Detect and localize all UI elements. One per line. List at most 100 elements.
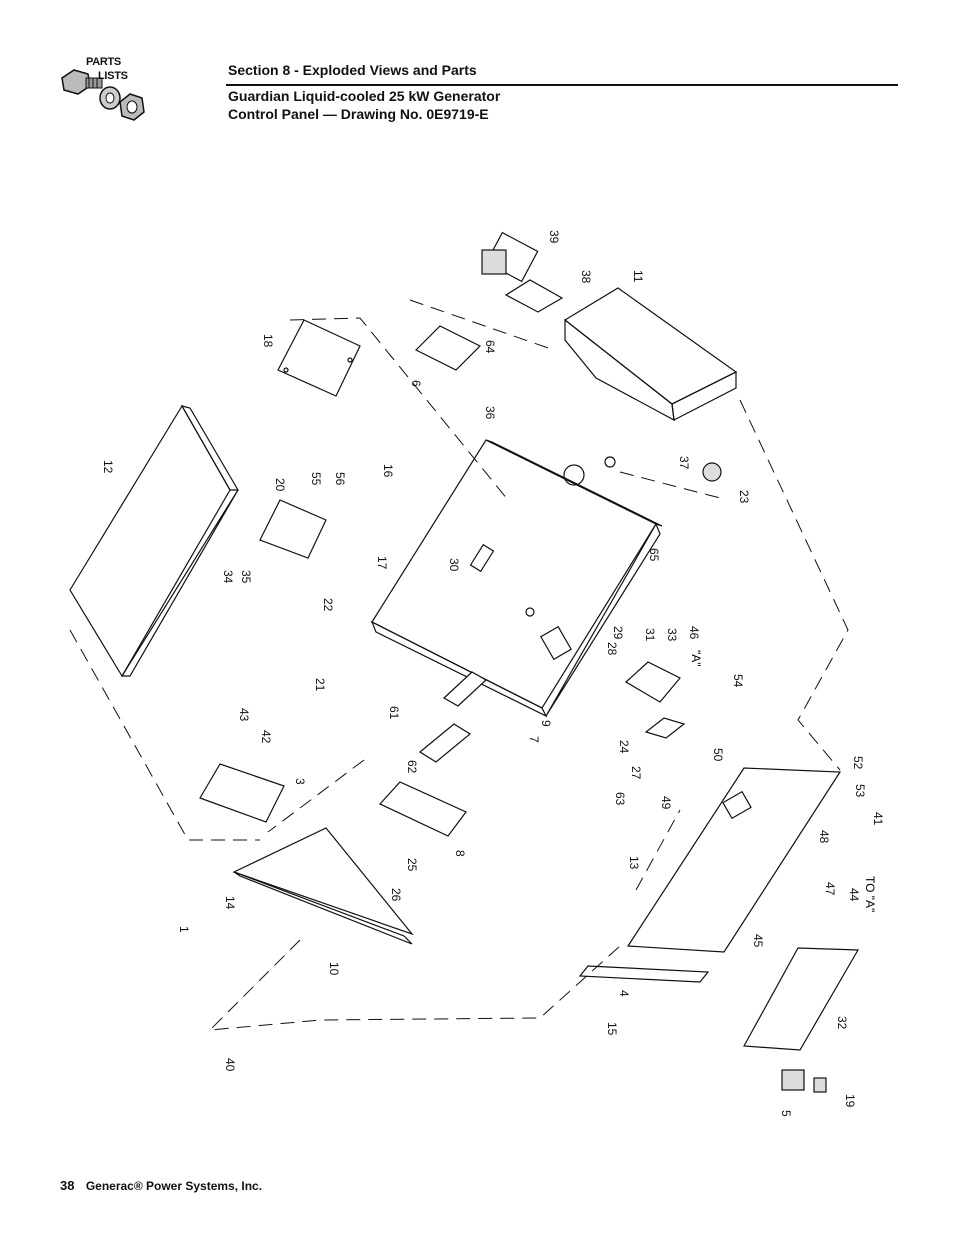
module-18: [277, 319, 361, 397]
switch-5: [781, 1069, 805, 1091]
terminal-strip-61: [442, 671, 488, 707]
page-header: PARTS LISTS Section 8 - Exploded Views a…: [0, 0, 954, 150]
callout-19: 19: [843, 1094, 857, 1108]
drawing-title-line2: Control Panel — Drawing No. 0E9719-E: [228, 106, 489, 122]
callout-15: 15: [605, 1022, 619, 1036]
bracket-38: [504, 279, 564, 313]
callout-53: 53: [853, 784, 867, 798]
callout-47: 47: [823, 882, 837, 896]
logo-lists-label: LISTS: [98, 70, 128, 82]
drawing-title: Guardian Liquid-cooled 25 kW Generator C…: [228, 87, 500, 123]
callout-40: 40: [223, 1058, 237, 1072]
dashed-leader: [267, 759, 365, 833]
strip-4: [578, 965, 710, 983]
callout-17: 17: [375, 556, 389, 570]
callout-65: 65: [647, 548, 661, 562]
callout-27: 27: [629, 766, 643, 780]
nut-bolt-icon: [61, 69, 145, 121]
callout-13: 13: [627, 856, 641, 870]
knob-23: [702, 462, 722, 482]
transformer-20: [259, 499, 327, 559]
callout-50: 50: [711, 748, 725, 762]
callout-4: 4: [617, 990, 631, 997]
dashed-leader: [69, 629, 260, 841]
callout-55: 55: [309, 472, 323, 486]
callout-1: 1: [177, 926, 191, 933]
callout-20: 20: [273, 478, 287, 492]
page-number: 38: [60, 1178, 75, 1193]
relay-39: [481, 231, 539, 283]
callout-64: 64: [483, 340, 497, 354]
callout-52: 52: [851, 756, 865, 770]
callout-38: 38: [579, 270, 593, 284]
callout-9: 9: [539, 720, 553, 727]
callout-16: 16: [381, 464, 395, 478]
callout-48: 48: [817, 830, 831, 844]
dashed-leader: [208, 939, 621, 1031]
callout-11: 11: [631, 270, 645, 283]
callout-25: 25: [405, 858, 419, 872]
callout-63: 63: [613, 792, 627, 806]
header-rule: [226, 84, 898, 86]
callout-3: 3: [293, 778, 307, 785]
callout-35: 35: [239, 570, 253, 584]
a-marker-label: "A": [689, 650, 703, 667]
callout-18: 18: [261, 334, 275, 348]
callout-41: 41: [871, 812, 885, 826]
callout-7: 7: [527, 736, 541, 743]
callout-21: 21: [313, 678, 327, 692]
side-panel-12: [69, 404, 240, 678]
bracket-24: [644, 717, 686, 739]
drawing-title-line1: Guardian Liquid-cooled 25 kW Generator: [228, 88, 501, 104]
callout-54: 54: [731, 674, 745, 688]
exploded-view-drawing: 1345678910111213141516171819202122232425…: [69, 230, 885, 1117]
page-footer: 38 Generac® Power Systems, Inc.: [60, 1178, 262, 1193]
callout-8: 8: [453, 850, 467, 857]
panel-10: [233, 871, 413, 945]
company-name: Generac® Power Systems, Inc.: [85, 1179, 263, 1193]
callout-14: 14: [223, 896, 237, 910]
logo-parts-label: PARTS: [86, 56, 121, 68]
callout-26: 26: [389, 888, 403, 902]
part-callouts: 1345678910111213141516171819202122232425…: [101, 230, 885, 1117]
callout-42: 42: [259, 730, 273, 744]
callout-31: 31: [643, 628, 657, 642]
dashed-leader: [289, 317, 509, 501]
callout-46: 46: [687, 626, 701, 640]
callout-61: 61: [387, 706, 401, 720]
callout-28: 28: [605, 642, 619, 656]
dashed-leader: [739, 399, 849, 771]
callout-45: 45: [751, 934, 765, 948]
callout-29: 29: [611, 626, 625, 640]
dashed-leader: [635, 809, 681, 891]
callout-44: 44: [847, 888, 861, 902]
rear-panel-11: [563, 287, 738, 422]
callout-6: 6: [409, 380, 423, 387]
callout-24: 24: [617, 740, 631, 754]
front-panel-13: [626, 767, 842, 953]
callout-37: 37: [677, 456, 691, 470]
callout-10: 10: [327, 962, 341, 976]
callout-23: 23: [737, 490, 751, 504]
callout-33: 33: [665, 628, 679, 642]
control-panel-enclosure: [370, 439, 663, 718]
terminal-strip-62: [418, 723, 472, 763]
callout-5: 5: [779, 1110, 793, 1117]
callout-62: 62: [405, 760, 419, 774]
relay-64: [414, 325, 482, 371]
callout-30: 30: [447, 558, 461, 572]
meter-3: [199, 763, 285, 823]
dashed-leader: [409, 299, 555, 351]
to-a-label: TO "A": [863, 876, 877, 912]
parts-lists-logo: PARTS LISTS: [58, 56, 158, 128]
callout-32: 32: [835, 1016, 849, 1030]
callout-12: 12: [101, 460, 115, 474]
circuit-board-8: [379, 781, 467, 837]
section-title: Section 8 - Exploded Views and Parts: [228, 62, 477, 78]
callout-56: 56: [333, 472, 347, 486]
callout-34: 34: [221, 570, 235, 584]
bracket-22: [624, 661, 681, 703]
callout-22: 22: [321, 598, 335, 612]
cap-19: [813, 1077, 827, 1093]
plate-32: [743, 947, 860, 1051]
